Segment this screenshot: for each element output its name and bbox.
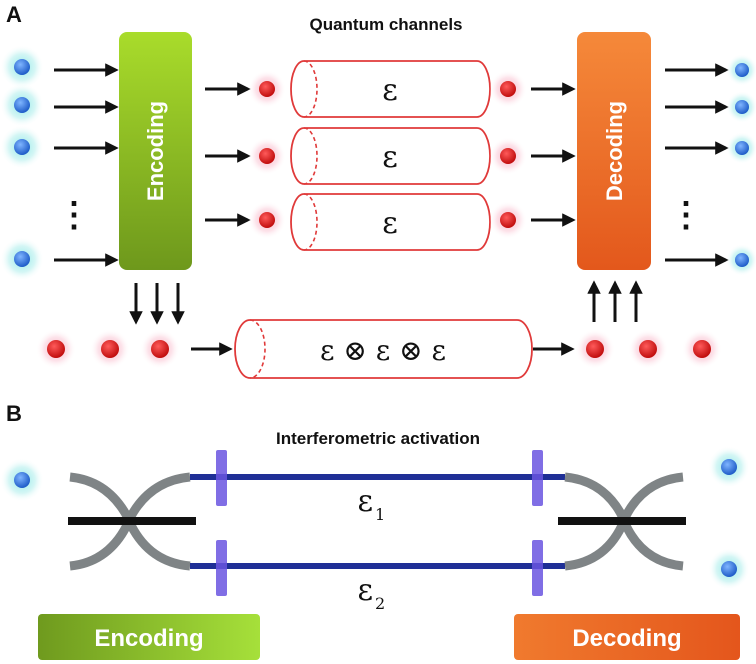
red-photon — [140, 329, 180, 369]
output-qubit — [726, 54, 756, 86]
input-qubit — [0, 125, 44, 169]
channel-input-photons — [248, 70, 286, 239]
red-photon — [489, 201, 527, 239]
decoder-input-arrows — [531, 82, 576, 227]
output-ellipsis: ⋮ — [669, 196, 703, 234]
encoding-bar — [38, 614, 260, 660]
input-qubit — [0, 83, 44, 127]
decoding-box — [577, 32, 651, 270]
channel-2: ε — [290, 127, 491, 185]
encoding-bar-label: Encoding — [94, 625, 203, 652]
output-qubit — [726, 132, 756, 164]
decoding-box-label: Decoding — [602, 101, 627, 201]
red-photon — [682, 329, 722, 369]
panel-a-label: A — [6, 2, 22, 27]
right-coupler — [558, 472, 686, 571]
red-photon — [628, 329, 668, 369]
joint-channel-label: ε ⊗ ε ⊗ ε — [320, 334, 446, 367]
channel-1-subscript: 1 — [375, 505, 385, 524]
left-coupler — [68, 472, 196, 571]
encoded-arrows — [205, 82, 251, 227]
input-qubits — [0, 45, 44, 281]
red-photon — [489, 137, 527, 175]
input-ellipsis: ⋮ — [57, 196, 91, 234]
red-photon — [248, 70, 286, 108]
input-qubit — [0, 237, 44, 281]
input-qubit — [0, 45, 44, 89]
channel-3: ε — [290, 193, 491, 251]
output-qubit-b-lower — [708, 548, 750, 590]
channel-1-symbol: ε — [357, 484, 373, 519]
decoding-bar — [514, 614, 740, 660]
encoding-box — [119, 32, 192, 270]
channel-1-label: ε — [382, 73, 398, 108]
output-qubits — [726, 54, 756, 276]
output-qubit — [726, 244, 756, 276]
decoding-up-arrows — [587, 280, 643, 322]
red-photon — [36, 329, 76, 369]
channel-2-label: ε — [382, 140, 398, 175]
joint-input-photons — [36, 329, 180, 369]
red-photon — [575, 329, 615, 369]
channel-output-photons — [489, 70, 527, 239]
phase-plates — [216, 450, 543, 596]
joint-channel: ε ⊗ ε ⊗ ε — [234, 319, 533, 379]
output-qubit-b-upper — [708, 446, 750, 488]
channel-1: ε — [290, 60, 491, 118]
panel-b-label: B — [6, 401, 22, 426]
decoding-bar-label: Decoding — [572, 625, 681, 652]
channel-2-symbol: ε — [357, 573, 373, 608]
plate — [532, 450, 543, 506]
channel-3-label: ε — [382, 206, 398, 241]
panel-a-title: Quantum channels — [309, 15, 462, 34]
red-photon — [90, 329, 130, 369]
plate — [532, 540, 543, 596]
input-qubit-b — [0, 458, 44, 502]
encoding-box-label: Encoding — [143, 101, 168, 201]
input-arrows — [54, 63, 119, 267]
red-photon — [248, 137, 286, 175]
encoding-down-arrows — [129, 283, 185, 325]
red-photon — [489, 70, 527, 108]
red-photon — [248, 201, 286, 239]
output-arrows — [665, 63, 729, 267]
plate — [216, 540, 227, 596]
joint-output-photons — [575, 329, 722, 369]
panel-b-title: Interferometric activation — [276, 429, 480, 448]
channel-label-1: ε 1 — [357, 484, 385, 524]
channel-2-subscript: 2 — [375, 594, 385, 613]
plate — [216, 450, 227, 506]
output-qubit — [726, 91, 756, 123]
channel-label-2: ε 2 — [357, 573, 385, 613]
